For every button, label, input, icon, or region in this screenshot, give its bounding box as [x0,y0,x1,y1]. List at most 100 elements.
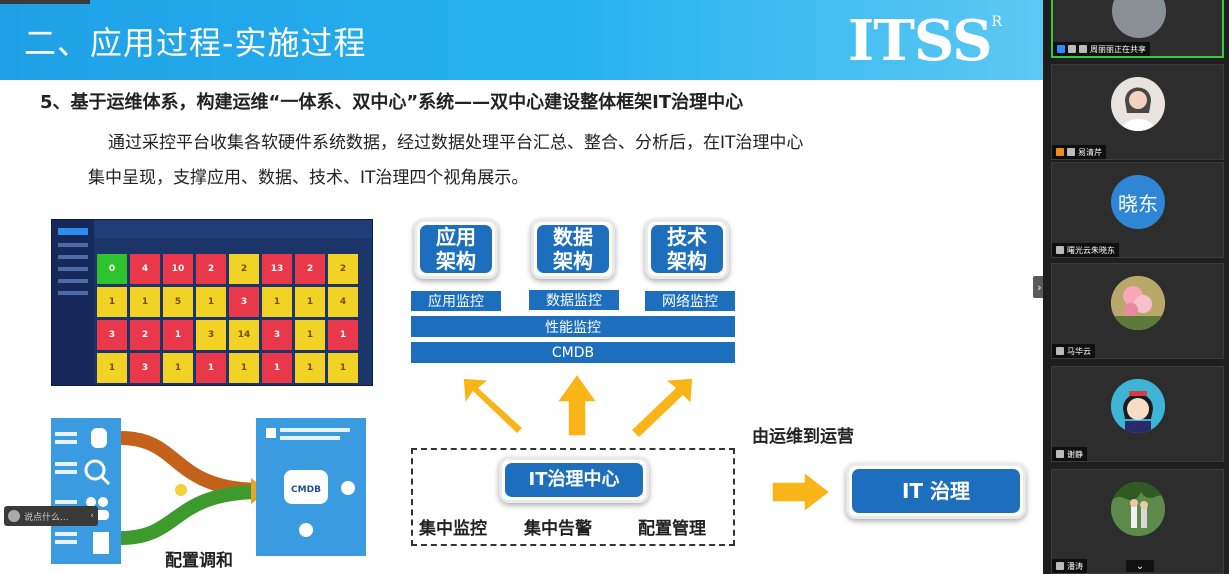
dashboard-cell: 1 [328,320,358,350]
dashboard-cell: 5 [163,287,193,317]
mic-off-icon [1056,562,1064,570]
dashboard-cell: 10 [163,254,193,284]
avatar [1112,0,1166,38]
participant-tile[interactable]: 马华云 [1051,263,1224,359]
config-reconcile-label: 配置调和 [165,551,233,571]
slide-paragraph-line1: 通过采控平台收集各软硬件系统数据，经过数据处理平台汇总、整合、分析后，在IT治理… [108,133,804,153]
dashboard-cell: 13 [262,254,292,284]
chat-icon [8,510,20,522]
architecture-box-label: 数据架构 [537,225,609,273]
cmdb-panel: CMDB [256,418,366,556]
config-reconcile-graphic: CMDB 配置调和 [51,418,367,571]
avatar [1111,77,1165,131]
avatar-initials: 晓东 [1111,175,1165,229]
dashboard-cell: 1 [295,353,325,383]
app-architecture-box: 应用架构 [414,219,498,279]
dashboard-cell: 1 [196,353,226,383]
dashboard-cell: 14 [229,320,259,350]
participant-name: 易清芹 [1078,147,1102,157]
dashboard-cell: 3 [262,320,292,350]
gov-item-monitor: 集中监控 [419,519,487,539]
dashboard-cell: 1 [196,287,226,317]
participant-name: 周丽丽正在共享 [1090,44,1146,54]
architecture-box-label: 应用架构 [420,225,492,273]
network-monitor-bar: 网络监控 [645,291,735,311]
slide-title: 二、应用过程-实施过程 [24,24,367,62]
screen-share-icon [1079,45,1087,53]
avatar [1111,276,1165,330]
presentation-slide: 二、应用过程-实施过程 ITSSR 5、基于运维体系，构建运维“一体系、双中心”… [0,0,1043,574]
governance-center-frame [411,448,735,546]
participant-tile[interactable]: 晓东 曙光云朱晓东 [1051,162,1224,258]
data-sources-panel [51,418,121,564]
participant-name: 马华云 [1067,346,1091,356]
arrow-up [555,372,599,437]
dashboard-topbar [94,220,372,238]
avatar [1111,482,1165,536]
data-sources-icons [55,428,111,554]
title-banner: 二、应用过程-实施过程 ITSSR [0,0,1043,80]
arrow-up-right [629,377,694,440]
share-toolbar-strip[interactable] [0,0,90,4]
ops-to-operation-label: 由运维到运营 [752,427,854,447]
collapse-panel-button[interactable]: › [1033,276,1046,298]
participant-tile[interactable]: 谢静 [1051,366,1224,462]
cmdb-bar: CMDB [411,342,735,363]
dashboard-cell: 3 [97,320,127,350]
dashboard-cell: 2 [328,254,358,284]
upward-arrows [462,372,694,440]
dashboard-cell: 1 [163,320,193,350]
dashboard-cell: 1 [262,353,292,383]
user-icon [1057,45,1065,53]
right-arrow [771,470,832,514]
gov-item-alert: 集中告警 [524,519,592,539]
participant-name: 潘涛 [1067,561,1083,571]
chevron-left-icon[interactable]: ‹ [90,511,94,521]
dashboard-cell: 2 [130,320,160,350]
it-governance-center-box: IT治理中心 [499,457,649,503]
dashboard-sidebar [52,220,94,385]
slide-paragraph-line2: 集中呈现，支撑应用、数据、技术、IT治理四个视角展示。 [88,168,529,188]
dashboard-cell: 1 [97,287,127,317]
dashboard-cell: 4 [130,254,160,284]
participant-tile[interactable]: 潘涛 [1051,469,1224,574]
participant-tile[interactable]: 易清芹 [1051,64,1224,160]
svg-text:CMDB: CMDB [291,485,321,495]
dashboard-cell: 1 [295,320,325,350]
dashboard-cell: 2 [295,254,325,284]
dashboard-cell: 3 [229,287,259,317]
dashboard-cell: 0 [97,254,127,284]
chat-placeholder: 说点什么... [24,512,69,523]
dashboard-cell: 1 [130,287,160,317]
mic-off-icon [1067,148,1075,156]
performance-monitor-bar: 性能监控 [411,316,735,337]
participant-name: 曙光云朱晓东 [1067,245,1115,255]
dashboard-cell: 1 [262,287,292,317]
avatar [1111,379,1165,433]
dashboard-cell: 2 [196,254,226,284]
dashboard-cell: 1 [163,353,193,383]
dashboard-cell: 1 [328,353,358,383]
dashboard-cell: 3 [196,320,226,350]
participant-tile-sharer[interactable]: 周丽丽正在共享 [1051,0,1224,58]
slide-heading: 5、基于运维体系，构建运维“一体系、双中心”系统——双中心建设整体框架IT治理中… [40,92,744,113]
data-monitor-bar: 数据监控 [529,290,619,310]
mic-off-icon [1056,450,1064,458]
app-monitor-bar: 应用监控 [411,291,501,311]
arrow-up-left [462,377,525,436]
dashboard-cell: 4 [328,287,358,317]
chat-input-bar[interactable]: 说点什么... ‹ [4,506,98,526]
tech-architecture-box: 技术架构 [645,219,729,279]
it-governance-box: IT 治理 [846,463,1026,519]
architecture-box-label: 技术架构 [651,225,723,273]
cmdb-icon: CMDB [266,428,355,537]
chevron-down-icon[interactable]: ⌄ [1126,560,1154,572]
dashboard-cell: 3 [130,353,160,383]
dashboard-cell: 1 [295,287,325,317]
dashboard-cell: 2 [229,254,259,284]
mic-off-icon [1056,347,1064,355]
flow-arrows-graphic [120,431,269,545]
gov-item-config: 配置管理 [638,519,706,539]
